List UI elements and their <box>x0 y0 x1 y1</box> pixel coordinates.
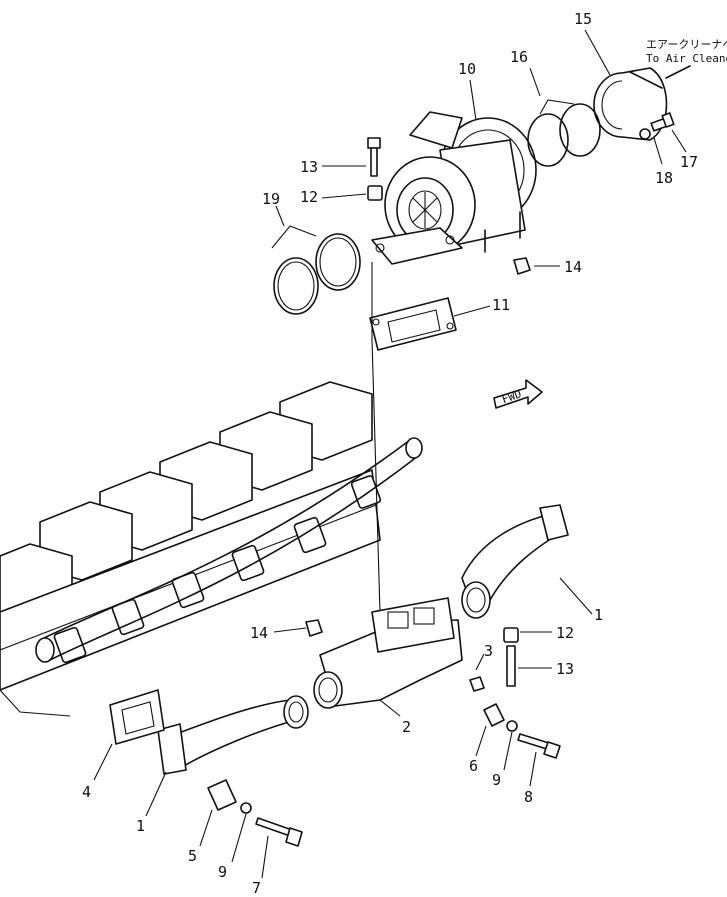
callout-14-top: 14 <box>564 258 582 276</box>
spacer-12-bottom <box>503 627 519 643</box>
fwd-label: FWD <box>500 387 523 406</box>
callout-9-bottom: 9 <box>218 863 227 881</box>
washer-9-bottom <box>240 802 252 814</box>
callout-1-left: 1 <box>136 817 145 835</box>
callout-17: 17 <box>680 153 698 171</box>
bolt-7 <box>255 817 303 847</box>
callout-6: 6 <box>469 757 478 775</box>
callout-9-right: 9 <box>492 771 501 789</box>
exhaust-manifold-left <box>157 695 309 775</box>
o-rings-16 <box>527 99 601 167</box>
nut-14-top <box>513 257 531 275</box>
callout-10: 10 <box>458 60 476 78</box>
air-cleaner-note-jp: エアークリーナへ <box>646 38 727 51</box>
callout-19: 19 <box>262 190 280 208</box>
washer-9-right <box>506 720 518 732</box>
gasket-4 <box>109 689 165 745</box>
leader-lines <box>93 29 687 879</box>
callout-7: 7 <box>252 879 261 897</box>
nut-14-bottom <box>305 619 323 637</box>
callout-16: 16 <box>510 48 528 66</box>
bolt-8 <box>517 733 561 759</box>
air-cleaner-note: エアークリーナへ To Air Cleaner <box>646 38 727 79</box>
exhaust-manifold-right <box>461 504 569 619</box>
callout-13-bottom: 13 <box>556 660 574 678</box>
callout-15: 15 <box>574 10 592 28</box>
air-cleaner-note-en: To Air Cleaner <box>646 52 727 65</box>
fwd-arrow: FWD <box>493 379 543 409</box>
callout-12-top: 12 <box>300 188 318 206</box>
washer-18 <box>639 128 651 140</box>
turbocharger <box>371 111 537 265</box>
callout-2: 2 <box>402 718 411 736</box>
callout-1-right: 1 <box>594 606 603 624</box>
callout-18: 18 <box>655 169 673 187</box>
bolt-17 <box>650 112 675 132</box>
spacer-6 <box>483 703 505 727</box>
spacer-12-top <box>367 185 383 201</box>
callout-11: 11 <box>492 296 510 314</box>
callout-8: 8 <box>524 788 533 806</box>
callout-12-bottom: 12 <box>556 624 574 642</box>
assembly-centerline <box>371 262 381 613</box>
spacer-5 <box>207 779 237 811</box>
callout-3: 3 <box>484 642 493 660</box>
exhaust-manifold-center <box>313 597 463 709</box>
callout-14-bottom: 14 <box>250 624 268 642</box>
gasket-11 <box>369 297 457 351</box>
callout-5: 5 <box>188 847 197 865</box>
callout-4: 4 <box>82 783 91 801</box>
callout-13-top: 13 <box>300 158 318 176</box>
seal-rings-19 <box>271 225 361 315</box>
stud-3 <box>469 676 485 692</box>
bolt-13-bottom <box>506 645 516 687</box>
engine-cylinder-heads <box>0 381 423 717</box>
bolt-13-top <box>367 137 381 177</box>
